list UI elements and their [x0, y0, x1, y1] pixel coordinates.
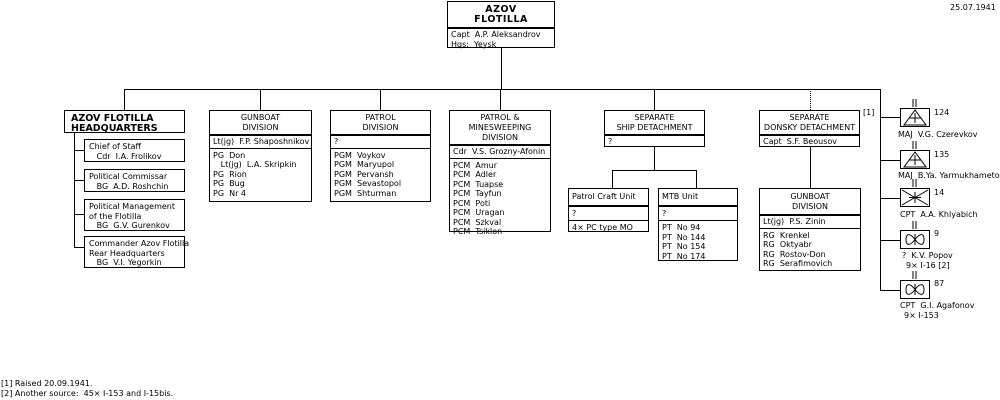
air-unit-1-number: 124	[934, 108, 950, 117]
connector	[654, 89, 655, 110]
air-unit-5-commander: CPT G.I. Agafonov	[900, 301, 975, 310]
air-unit-3-commander: CPT A.A. Khlyabich	[900, 210, 978, 219]
footnote-2: [2] Another source: 45× I-153 and I-15bi…	[1, 389, 174, 398]
patrol-craft-unit-box: Patrol Craft Unit ? 4× PC type MO	[568, 188, 649, 232]
unit-size-marker	[912, 141, 917, 149]
connector	[74, 133, 75, 247]
hq-item-political-management: Political Management of the Flotilla BG …	[84, 199, 185, 231]
bomber-icon	[900, 108, 930, 127]
recon-icon	[900, 188, 930, 207]
connector	[500, 89, 501, 110]
connector	[501, 48, 502, 89]
hq-box: AZOV FLOTILLA HEADQUARTERS	[64, 110, 185, 134]
air-unit-5-number: 87	[934, 279, 945, 288]
dotted-connector	[810, 89, 811, 110]
air-unit-2-number: 135	[934, 150, 950, 159]
hq-item-chief-of-staff: Chief of Staff Cdr I.A. Frolikov	[84, 139, 185, 162]
azov-flotilla-box: AZOV FLOTILLA Capt A.P. Aleksandrov Hqs:…	[447, 1, 555, 49]
top-hq: Hqs: Yeysk	[451, 39, 497, 49]
fighter-icon	[900, 230, 930, 249]
connector	[380, 89, 381, 110]
connector	[880, 89, 881, 290]
air-unit-4-number: 9	[934, 229, 940, 238]
footnote-1: [1] Raised 20.09.1941.	[1, 379, 93, 388]
fighter-icon	[900, 280, 930, 299]
patrol-division-box: PATROL DIVISION ? PGM Voykov PGM Maryupo…	[330, 110, 431, 202]
top-title-line2: FLOTILLA	[474, 14, 528, 25]
hq-title-line1: AZOV FLOTILLA	[71, 113, 154, 124]
connector	[260, 89, 261, 110]
air-unit-2-commander: MAJ B.Ya. Yarmukhametov	[898, 171, 1000, 180]
connector	[124, 89, 125, 110]
unit-size-marker	[912, 99, 917, 107]
ship-detachment-box: SEPARATE SHIP DETACHMENT ?	[604, 110, 705, 147]
unit-size-marker	[912, 271, 917, 279]
donsky-detachment-box: SEPARATE DONSKY DETACHMENT Capt S.F. Beo…	[759, 110, 860, 147]
date-label: 25.07.1941	[950, 3, 996, 12]
unit-size-marker	[912, 221, 917, 229]
air-unit-5-aircraft: 9× I-153	[904, 311, 939, 320]
hq-item-rear-hq: Commander Azov Flotilla Rear Headquarter…	[84, 236, 189, 268]
mtb-unit-box: MTB Unit ? PT No 94 PT No 144 PT No 154 …	[658, 188, 738, 261]
top-commander: Capt A.P. Aleksandrov	[451, 30, 541, 39]
air-unit-4-aircraft: 9× I-16 [2]	[906, 261, 950, 270]
connector	[124, 89, 881, 90]
pms-division-box: PATROL & MINESWEEPING DIVISION Cdr V.S. …	[449, 110, 551, 236]
air-unit-3-number: 14	[934, 188, 945, 197]
bomber-icon	[900, 150, 930, 169]
gunboat-division-2-box: GUNBOAT DIVISION Lt(jg) P.S. Zinin RG Kr…	[759, 188, 861, 271]
hq-title-line2: HEADQUARTERS	[71, 123, 158, 134]
gunboat-commander: Lt(jg) F.P. Shaposhnikov	[213, 137, 310, 146]
unit-size-marker	[912, 179, 917, 187]
gunboat-division-box: GUNBOAT DIVISION Lt(jg) F.P. Shaposhniko…	[209, 110, 312, 202]
air-unit-1-commander: MAJ V.G. Czerevkov	[898, 130, 978, 139]
air-unit-4-commander: ? K.V. Popov	[902, 251, 953, 260]
footnote-ref: [1]	[863, 108, 875, 117]
hq-item-political-commissar: Political Commissar BG A.D. Roshchin	[84, 169, 185, 192]
top-title-line1: AZOV	[485, 4, 517, 15]
